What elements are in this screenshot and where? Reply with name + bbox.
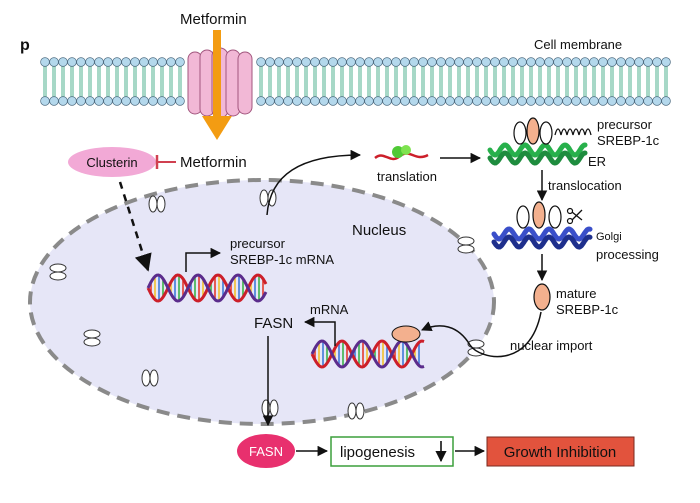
nuclear-pore [259,189,277,207]
er-membrane [487,142,588,166]
nuclear-pore [347,402,365,420]
golgi-label: Golgi [596,231,622,243]
nucleus-label: Nucleus [352,222,406,239]
srebp-golgi-protein [516,201,562,229]
nuclear-pore [49,263,67,281]
panel-label: p [20,37,30,54]
nuclear-pore [467,339,485,357]
scissors-icon [566,207,583,225]
dna-helix-fasn [310,339,425,369]
fasn-mrna-label: mRNA [310,302,349,317]
golgi-membrane [491,226,593,250]
clusterin-to-dna-arrow [118,181,152,272]
er-precursor-line1: precursor [597,117,653,132]
mrna-export-arrow [266,149,362,216]
precursor-mrna-line2: SREBP-1c mRNA [230,252,334,267]
nuclear-pores [49,189,485,420]
mature-srebp-oval [533,283,551,311]
cell-membrane [40,57,671,106]
bound-srebp-oval [391,325,421,343]
metformin-inhibitor-label: Metformin [180,154,247,171]
growth-inhibition-box [486,436,635,467]
nuclear-pore [83,329,101,347]
transcription-arrow [185,247,222,272]
clusterin-oval [68,147,156,177]
fasn-gene-label: FASN [254,315,293,332]
mature-line2: SREBP-1c [556,302,619,317]
fasn-protein-label: FASN [249,444,283,459]
metformin-uptake-arrow [202,30,232,140]
translocation-label: translocation [548,178,622,193]
dna-helix-srebp [146,273,268,303]
precursor-mrna-line1: precursor [230,236,286,251]
nuclear-import-arrow [421,311,542,358]
translation-label: translation [377,169,437,184]
er-label: ER [588,154,606,169]
ribosome [374,145,429,161]
lipogenesis-box [330,436,454,467]
metformin-top-label: Metformin [180,11,247,28]
mature-line1: mature [556,286,596,301]
processing-label: processing [596,247,659,262]
nuclear-pore [457,236,475,254]
nuclear-import-label: nuclear import [510,338,593,353]
clusterin-label: Clusterin [86,155,137,170]
cell-membrane-label: Cell membrane [534,37,622,52]
srebp-precursor-protein [513,117,592,145]
lipogenesis-label: lipogenesis [340,444,415,461]
nuclear-pore [148,195,166,213]
growth-inhibition-label: Growth Inhibition [504,444,617,461]
nuclear-pore [141,369,159,387]
fasn-protein-oval [237,434,295,468]
fasn-transcription-arrow [303,316,336,346]
er-precursor-line2: SREBP-1c [597,133,660,148]
nucleus [28,178,496,426]
